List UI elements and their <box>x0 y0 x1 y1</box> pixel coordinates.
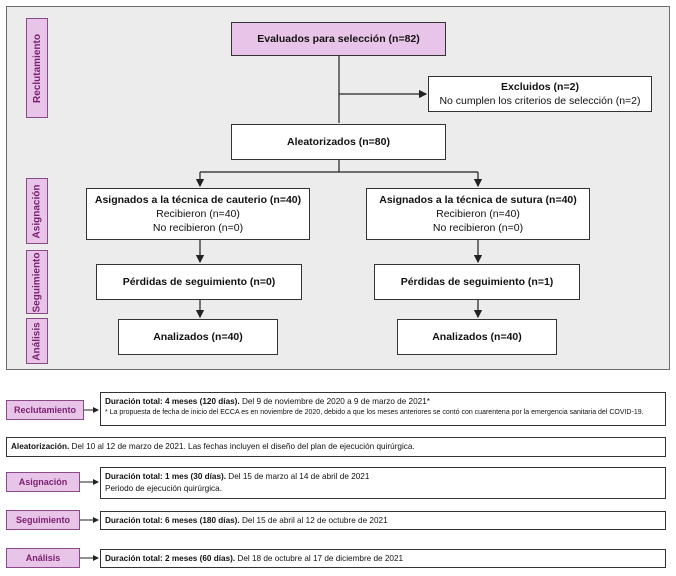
assigned-cauterio-box: Asignados a la técnica de cauterio (n=40… <box>86 188 310 240</box>
not-received-sutura: No recibieron (n=0) <box>432 222 524 235</box>
timeline-analisis-dates: Del 18 de octubre al 17 de diciembre de … <box>235 554 404 563</box>
timeline-reclutamiento-dates: Del 9 de noviembre de 2020 a 9 de marzo … <box>239 397 430 406</box>
timeline-seguimiento-duration: Duración total: 6 meses (180 días). <box>105 516 240 525</box>
lost-cauterio-box: Pérdidas de seguimiento (n=0) <box>96 264 302 300</box>
assigned-cauterio-title: Asignados a la técnica de cauterio (n=40… <box>94 193 302 206</box>
randomized-text: Aleatorizados (n=80) <box>287 135 390 148</box>
timeline-seguimiento-dates: Del 15 de abril al 12 de octubre de 2021 <box>239 516 388 525</box>
randomized-box: Aleatorizados (n=80) <box>231 124 446 160</box>
timeline-label-asignacion: Asignación <box>6 472 80 492</box>
timeline-asignacion-line2: Periodo de ejecución quirúrgica. <box>105 483 222 493</box>
timeline-label-text: Seguimiento <box>15 515 70 525</box>
timeline-analisis-box: Duración total: 2 meses (60 días). Del 1… <box>100 549 666 568</box>
timeline-label-analisis: Análisis <box>6 548 80 568</box>
phase-label-analisis: Análisis <box>26 318 48 364</box>
assigned-sutura-box: Asignados a la técnica de sutura (n=40) … <box>366 188 590 240</box>
lost-cauterio-text: Pérdidas de seguimiento (n=0) <box>122 275 276 288</box>
timeline-reclutamiento-note: * La propuesta de fecha de inicio del EC… <box>105 408 644 416</box>
timeline-reclutamiento-box: Duración total: 4 meses (120 días). Del … <box>100 392 666 426</box>
timeline-label-reclutamiento: Reclutamiento <box>6 400 84 420</box>
excluded-reason: No cumplen los criterios de selección (n… <box>439 95 641 107</box>
phase-label-reclutamiento: Reclutamiento <box>26 18 48 118</box>
received-cauterio: Recibieron (n=40) <box>156 207 240 220</box>
analyzed-cauterio-text: Analizados (n=40) <box>153 330 243 343</box>
not-received-cauterio: No recibieron (n=0) <box>152 222 244 235</box>
analyzed-sutura-box: Analizados (n=40) <box>397 319 557 355</box>
timeline-aleatorizacion-box: Aleatorización. Del 10 al 12 de marzo de… <box>6 437 666 457</box>
timeline-asignacion-dates: Del 15 de marzo al 14 de abril de 2021 <box>226 472 370 481</box>
timeline-reclutamiento-duration: Duración total: 4 meses (120 días). <box>105 397 240 406</box>
evaluated-box: Evaluados para selección (n=82) <box>231 22 446 56</box>
timeline-label-text: Asignación <box>18 477 68 487</box>
timeline-analisis-duration: Duración total: 2 meses (60 días). <box>105 554 236 563</box>
excluded-box: Excluidos (n=2) No cumplen los criterios… <box>428 76 652 112</box>
timeline-aleatorizacion-text: Del 10 al 12 de marzo de 2021. Las fecha… <box>69 442 415 451</box>
lost-sutura-box: Pérdidas de seguimiento (n=1) <box>374 264 580 300</box>
timeline-asignacion-box: Duración total: 1 mes (30 días). Del 15 … <box>100 467 666 499</box>
timeline-label-seguimiento: Seguimiento <box>6 510 80 530</box>
lost-sutura-text: Pérdidas de seguimiento (n=1) <box>400 275 554 288</box>
analyzed-sutura-text: Analizados (n=40) <box>432 330 522 343</box>
timeline-label-text: Análisis <box>25 553 61 563</box>
assigned-sutura-title: Asignados a la técnica de sutura (n=40) <box>379 193 577 206</box>
phase-label-seguimiento: Seguimiento <box>26 250 48 314</box>
phase-label-asignacion: Asignación <box>26 178 48 244</box>
timeline-label-text: Reclutamiento <box>13 405 76 415</box>
timeline-aleatorizacion-title: Aleatorización. <box>11 442 70 451</box>
evaluated-text: Evaluados para selección (n=82) <box>257 32 420 45</box>
received-sutura: Recibieron (n=40) <box>436 207 520 220</box>
timeline-asignacion-duration: Duración total: 1 mes (30 días). <box>105 472 227 481</box>
timeline-seguimiento-box: Duración total: 6 meses (180 días). Del … <box>100 511 666 530</box>
timeline-asignacion-line: Duración total: 1 mes (30 días). Del 15 … <box>105 471 661 483</box>
analyzed-cauterio-box: Analizados (n=40) <box>118 319 278 355</box>
timeline-reclutamiento-line: Duración total: 4 meses (120 días). Del … <box>105 396 661 408</box>
excluded-title: Excluidos (n=2) <box>501 80 579 93</box>
